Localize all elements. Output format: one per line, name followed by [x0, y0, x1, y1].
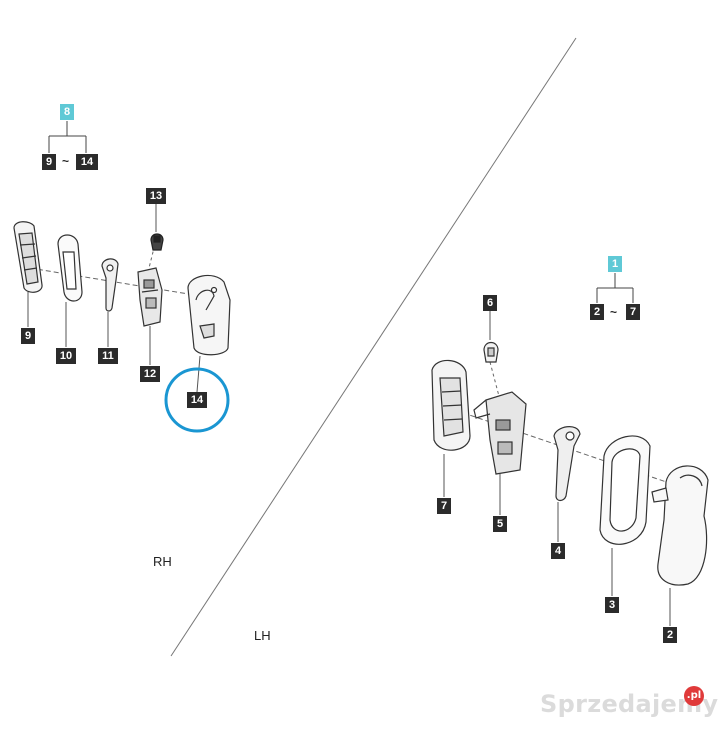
part-tag-2[interactable]: 2 [663, 627, 677, 643]
part-2-handle [651, 465, 709, 586]
part-tag-11[interactable]: 11 [98, 348, 118, 364]
part-10-gasket [57, 234, 83, 302]
rh-range-separator: ~ [62, 154, 70, 168]
part-tag-3[interactable]: 3 [605, 597, 619, 613]
part-3-gasket [599, 435, 651, 545]
part-tag-10[interactable]: 10 [56, 348, 76, 364]
part-tag-4[interactable]: 4 [551, 543, 565, 559]
lh-side-label: LH [254, 628, 271, 643]
part-tag-13[interactable]: 13 [146, 188, 166, 204]
part-tag-12[interactable]: 12 [140, 366, 160, 382]
rh-side-label: RH [153, 554, 172, 569]
lh-group-bracket [596, 273, 634, 303]
part-14-backplate [187, 274, 231, 356]
part-tag-14[interactable]: 14 [187, 392, 207, 408]
rh-range-to-tag[interactable]: 14 [76, 154, 98, 170]
part-12-latch [137, 267, 163, 327]
lh-range-from-tag[interactable]: 2 [590, 304, 604, 320]
highlight-circle [164, 367, 230, 433]
lh-range-separator: ~ [610, 305, 618, 319]
divider-line [170, 37, 577, 657]
rh-group-tag[interactable]: 8 [60, 104, 74, 120]
part-9-bezel [13, 221, 43, 293]
rh-leader-lines [27, 204, 201, 393]
part-tag-9[interactable]: 9 [21, 328, 35, 344]
part-7-bezel [431, 359, 471, 451]
lh-range-to-tag[interactable]: 7 [626, 304, 640, 320]
watermark-badge: .pl [684, 686, 704, 706]
part-tag-6[interactable]: 6 [483, 295, 497, 311]
lh-leader-lines [443, 311, 671, 626]
lh-group-tag[interactable]: 1 [608, 256, 622, 272]
lh-clip-axis [489, 361, 501, 401]
part-13-clip [150, 233, 164, 251]
part-4-lever [553, 426, 581, 502]
part-6-clip [483, 341, 499, 363]
rh-group-bracket [48, 121, 87, 153]
part-tag-7[interactable]: 7 [437, 498, 451, 514]
part-11-lever [101, 258, 119, 312]
part-5-latch [473, 391, 527, 475]
part-tag-5[interactable]: 5 [493, 516, 507, 532]
rh-range-from-tag[interactable]: 9 [42, 154, 56, 170]
